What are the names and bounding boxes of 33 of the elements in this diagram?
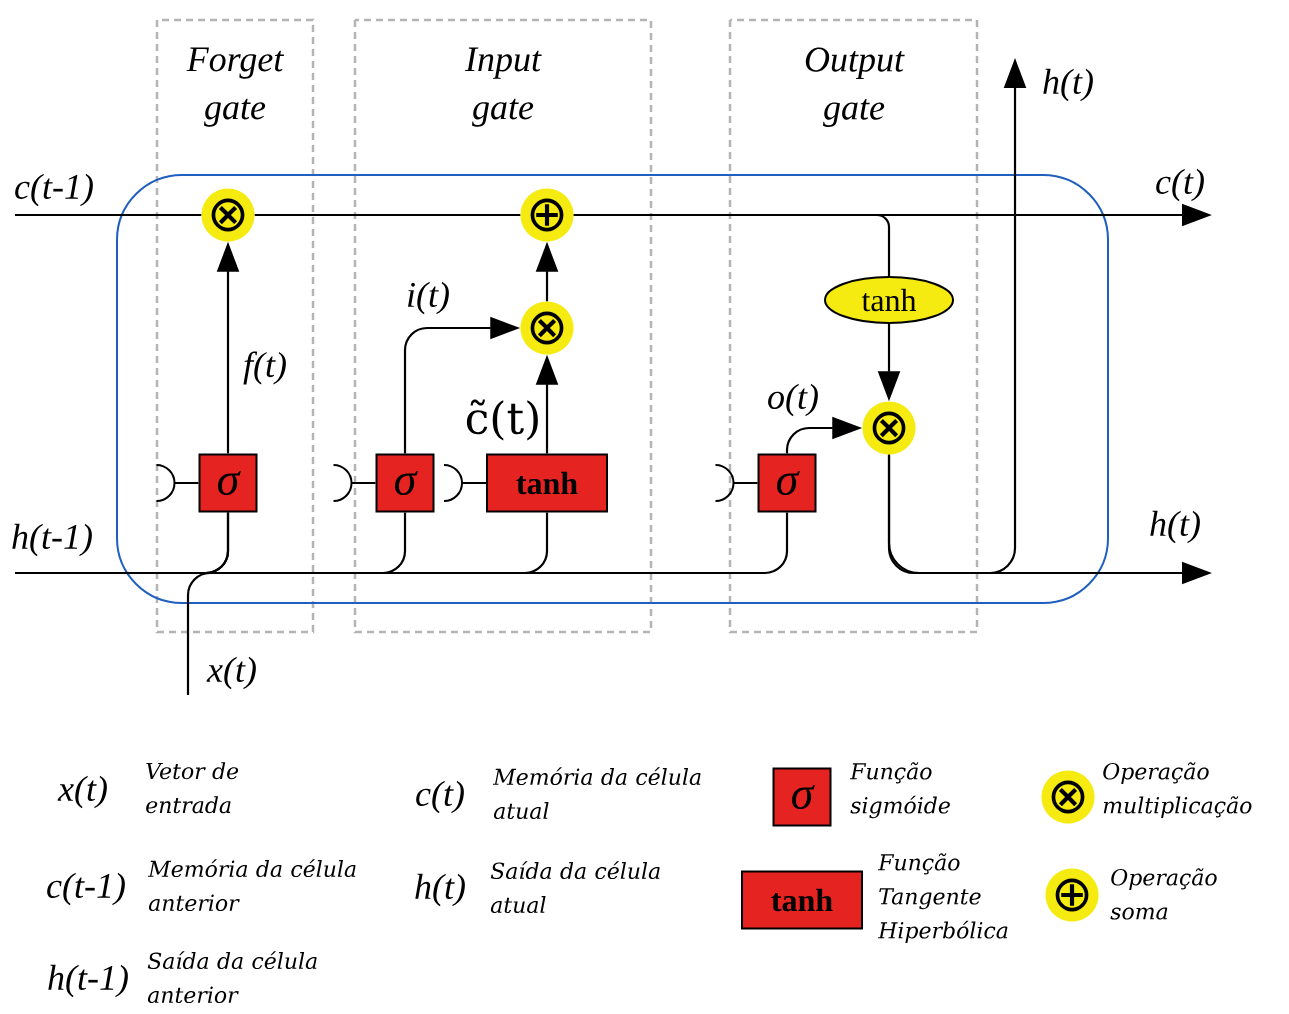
edge-label: h(t-1) xyxy=(10,522,94,558)
tanh-box: tanh xyxy=(741,870,863,930)
legend-text: Saída da célula atual xyxy=(490,861,660,914)
edge-label: f(t) xyxy=(242,350,288,386)
legend-text: Operação multiplicação xyxy=(1103,762,1252,818)
variable-symbol: h(t-1) xyxy=(48,964,128,998)
sigmoid-box: σ xyxy=(375,453,435,513)
legend-text: Vetor de entrada xyxy=(146,762,239,814)
edge-label: h(t) xyxy=(1148,509,1202,545)
variable-symbol: x(t) xyxy=(57,775,107,809)
variable-symbol: c(t-1) xyxy=(47,872,125,906)
edge-label: i(t) xyxy=(405,280,451,316)
sigmoid-box: σ xyxy=(757,453,817,513)
gate-title: Input gate xyxy=(464,47,542,127)
legend-text: Memória da célula atual xyxy=(492,767,701,820)
legend-text: Função Tangente Hiperbólica xyxy=(877,853,1008,943)
edge-label: o(t) xyxy=(766,382,820,418)
edge-label: h(t) xyxy=(1041,67,1095,103)
edge-label: c̃(t) xyxy=(463,398,543,442)
legend-text: Saída da célula anterior xyxy=(147,951,317,1004)
edge-label: c(t) xyxy=(1154,167,1206,203)
sigmoid-box: σ xyxy=(198,453,258,513)
gate-title: Output gate xyxy=(805,47,905,128)
edge-label: c(t-1) xyxy=(13,172,95,208)
sigmoid-box: σ xyxy=(772,767,832,827)
gate-title: Forget gate xyxy=(186,47,285,127)
legend-text: Operação soma xyxy=(1110,868,1217,920)
legend-text: Função sigmóide xyxy=(849,762,950,819)
tanh-box: tanh xyxy=(486,453,608,513)
legend-text: Memória da célula anterior xyxy=(147,859,356,912)
edge-label: x(t) xyxy=(206,655,258,691)
variable-symbol: h(t) xyxy=(415,873,465,907)
variable-symbol: c(t) xyxy=(416,780,464,814)
